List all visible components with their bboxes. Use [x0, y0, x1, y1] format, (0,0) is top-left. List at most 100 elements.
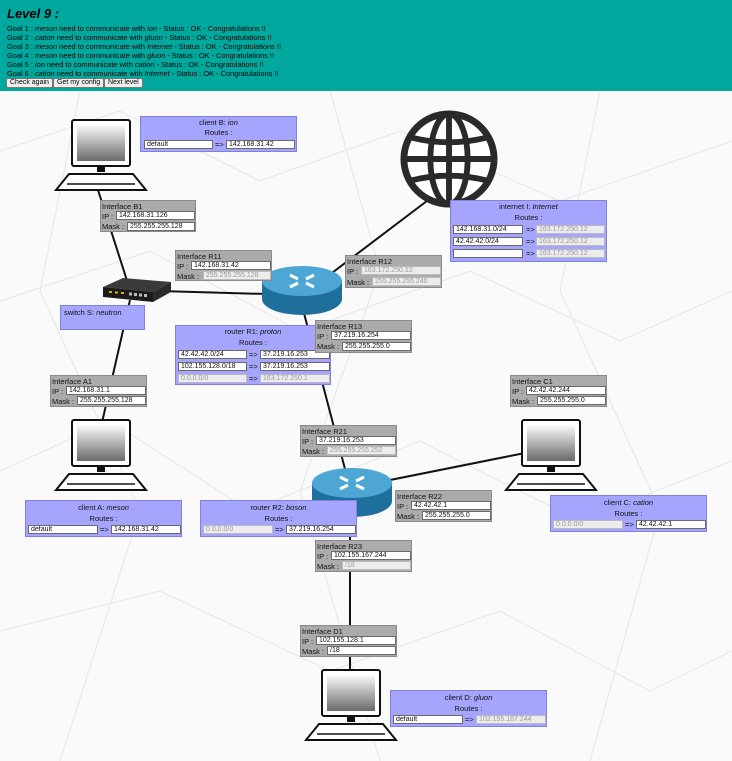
- route-arrow: =>: [249, 362, 258, 371]
- mask-input[interactable]: 255.255.255.0: [342, 342, 411, 351]
- mask-input[interactable]: 255.255.255.128: [127, 222, 195, 231]
- route-destination-input[interactable]: 142.168.31.0/24: [453, 225, 523, 234]
- interface-r12-box: Interface R12 IP : 163.172.250.12 Mask :…: [345, 255, 442, 288]
- routes-label: Routes :: [176, 338, 330, 347]
- level-header: Level 9 : Goal 1 : meson need to communi…: [0, 0, 732, 91]
- interface-r11-box: Interface R11 IP : 142.168.31.42 Mask : …: [175, 250, 272, 281]
- interface-c1-box: Interface C1 IP : 42.42.42.244 Mask : 25…: [510, 375, 607, 407]
- route-destination-input[interactable]: 42.42.42.0/24: [453, 237, 523, 246]
- route-arrow: =>: [249, 350, 258, 359]
- route-arrow: =>: [625, 520, 634, 529]
- interface-r13-box: Interface R13 IP : 37.219.16.254 Mask : …: [315, 320, 412, 353]
- client-b-box: client B: ion Routes : default => 142.16…: [140, 116, 297, 152]
- mask-label: Mask :: [512, 397, 534, 406]
- route-destination-input[interactable]: default: [393, 715, 463, 724]
- route-gateway-input: 102.155.167.244: [476, 715, 546, 724]
- ip-input[interactable]: 37.219.16.254: [331, 331, 411, 340]
- goal-line: Goal 6 : cation need to communicate with…: [7, 69, 279, 78]
- route-arrow: =>: [100, 525, 109, 534]
- ip-input[interactable]: 142.168.31.126: [116, 211, 195, 220]
- route-destination-input[interactable]: [453, 249, 523, 258]
- route-arrow: =>: [465, 715, 474, 724]
- route-arrow: =>: [215, 140, 224, 149]
- route-destination-input[interactable]: default: [144, 140, 213, 149]
- ip-input[interactable]: 142.168.31.1: [66, 386, 146, 395]
- routes-label: Routes :: [551, 509, 706, 518]
- client-c-box: client C: cation Routes : 0.0.0.0/0 => 4…: [550, 495, 707, 532]
- route-destination-input[interactable]: 102.155.128.0/18: [178, 362, 247, 371]
- computer-icon[interactable]: [53, 418, 149, 492]
- mask-label: Mask :: [317, 562, 339, 571]
- interface-b1-box: Interface B1 IP : 142.168.31.126 Mask : …: [100, 200, 196, 232]
- node-title: internet I: Internet: [451, 202, 606, 211]
- ip-label: IP :: [302, 437, 313, 446]
- mask-input[interactable]: /18: [327, 646, 396, 655]
- mask-input[interactable]: 255.255.255.0: [537, 396, 606, 405]
- route-gateway-input[interactable]: 37.219.16.253: [260, 362, 330, 371]
- node-title: client A: meson: [26, 503, 181, 512]
- routes-label: Routes :: [451, 213, 606, 222]
- ip-label: IP :: [347, 267, 358, 276]
- client-a-box: client A: meson Routes : default => 142.…: [25, 500, 182, 537]
- route-arrow: =>: [249, 374, 258, 383]
- route-arrow: =>: [526, 237, 535, 246]
- get-config-button[interactable]: Get my config: [53, 78, 104, 88]
- next-level-button[interactable]: Next level: [104, 78, 143, 88]
- ip-label: IP :: [52, 387, 63, 396]
- client-d-box: client D: gluon Routes : default => 102.…: [390, 690, 547, 727]
- routes-label: Routes :: [201, 514, 356, 523]
- mask-label: Mask :: [302, 647, 324, 656]
- route-gateway-input: 163.172.250.12: [536, 225, 605, 234]
- route-destination-input[interactable]: 42.42.42.0/24: [178, 350, 247, 359]
- interface-title: Interface D1: [302, 627, 343, 636]
- ip-input[interactable]: 102.155.167.244: [331, 551, 411, 560]
- route-destination-input: 0.0.0.0/0: [203, 525, 273, 534]
- route-gateway-input: 163.172.250.1: [260, 374, 330, 383]
- ip-label: IP :: [302, 637, 313, 646]
- route-destination-input: 0.0.0.0/0: [553, 520, 623, 529]
- goal-line: Goal 4 : meson need to communicate with …: [7, 51, 274, 60]
- node-title: client C: cation: [551, 498, 706, 507]
- interface-r22-box: Interface R22 IP : 42.42.42.1 Mask : 255…: [395, 490, 492, 522]
- mask-input: 255.255.255.128: [203, 271, 271, 280]
- mask-input[interactable]: 255.255.255.0: [422, 511, 491, 520]
- mask-input[interactable]: 255.255.255.128: [77, 396, 146, 405]
- ip-input[interactable]: 142.168.31.42: [191, 261, 271, 270]
- route-gateway-input[interactable]: 42.42.42.1: [636, 520, 706, 529]
- switch-icon[interactable]: [101, 276, 173, 304]
- route-gateway-input: 163.172.250.12: [536, 249, 605, 258]
- mask-input: 255.255.255.240: [372, 277, 441, 286]
- check-again-button[interactable]: Check again: [6, 78, 53, 88]
- route-destination-input[interactable]: default: [28, 525, 98, 534]
- ip-input[interactable]: 102.155.128.1: [316, 636, 396, 645]
- route-gateway-input[interactable]: 142.168.31.42: [111, 525, 181, 534]
- route-destination-input: 0.0.0.0/0: [178, 374, 247, 383]
- mask-label: Mask :: [177, 272, 199, 281]
- ip-input[interactable]: 42.42.42.244: [526, 386, 606, 395]
- switch-box: switch S: neutron: [60, 305, 145, 330]
- interface-title: Interface R13: [317, 322, 362, 331]
- route-arrow: =>: [526, 249, 535, 258]
- interface-title: Interface R21: [302, 427, 347, 436]
- ip-label: IP :: [102, 212, 113, 221]
- goal-line: Goal 5 : ion need to communicate with ca…: [7, 60, 263, 69]
- computer-icon[interactable]: [53, 118, 149, 192]
- computer-icon[interactable]: [503, 418, 599, 492]
- route-arrow: =>: [526, 225, 535, 234]
- interface-a1-box: Interface A1 IP : 142.168.31.1 Mask : 25…: [50, 375, 147, 407]
- router-icon[interactable]: [260, 265, 344, 317]
- ip-label: IP :: [317, 552, 328, 561]
- ip-input[interactable]: 37.219.16.253: [316, 436, 396, 445]
- computer-icon[interactable]: [303, 668, 399, 742]
- route-gateway-input[interactable]: 142.168.31.42: [226, 140, 295, 149]
- ip-label: IP :: [397, 502, 408, 511]
- mask-label: Mask :: [397, 512, 419, 521]
- ip-input[interactable]: 42.42.42.1: [411, 501, 491, 510]
- ip-label: IP :: [317, 332, 328, 341]
- globe-icon[interactable]: [400, 110, 498, 208]
- route-gateway-input: 163.172.250.12: [536, 237, 605, 246]
- mask-input: /18: [342, 561, 411, 570]
- route-gateway-input[interactable]: 37.219.16.254: [286, 525, 356, 534]
- goal-line: Goal 2 : cation need to communicate with…: [7, 33, 272, 42]
- internet-box: internet I: Internet Routes : 142.168.31…: [450, 200, 607, 262]
